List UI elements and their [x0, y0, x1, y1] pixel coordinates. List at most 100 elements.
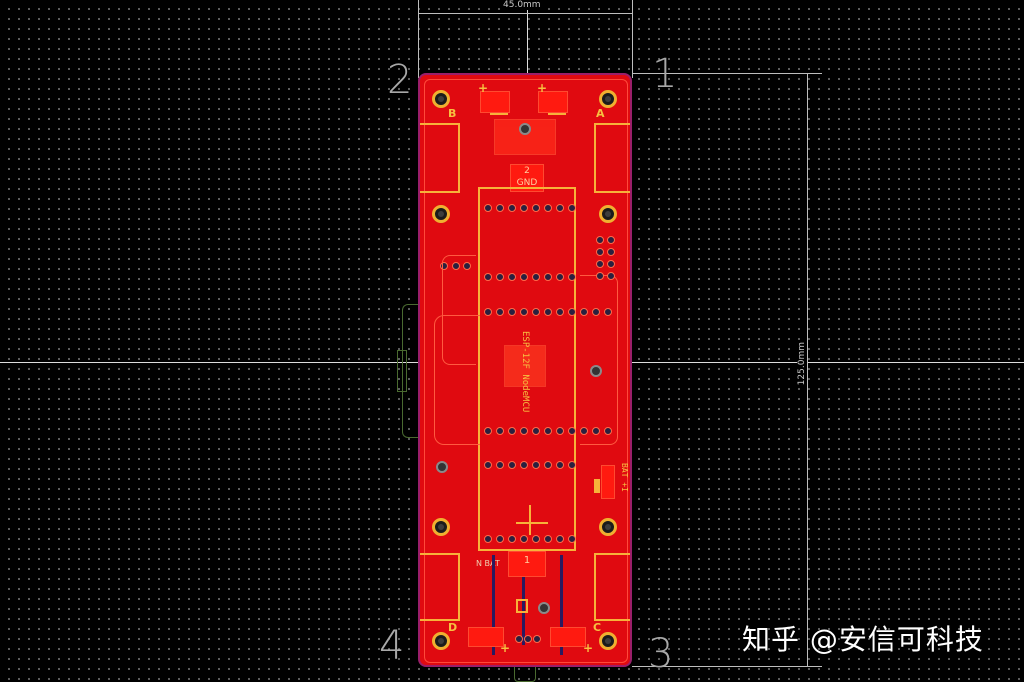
width-dimension-line[interactable] [418, 13, 632, 14]
module-pin[interactable] [496, 535, 504, 543]
motor-connector-d[interactable] [420, 553, 460, 621]
motor-connector-a[interactable] [594, 123, 630, 193]
mounting-hole-top-left[interactable] [432, 90, 450, 108]
module-pin[interactable] [532, 308, 540, 316]
cursor-crosshair-vertical [527, 0, 528, 78]
module-pin[interactable] [484, 461, 492, 469]
height-dimension-extension-top [632, 73, 822, 74]
module-pin[interactable] [496, 204, 504, 212]
mounting-hole-lower-left[interactable] [432, 518, 450, 536]
module-pin[interactable] [508, 427, 516, 435]
nodemcu-module-outline[interactable] [478, 187, 576, 551]
led-pad-bottom-left[interactable] [468, 627, 504, 647]
connector-pin-1[interactable] [515, 635, 523, 643]
module-pin[interactable] [544, 204, 552, 212]
header-pin[interactable] [596, 236, 604, 244]
copper-trace [442, 255, 476, 365]
connector-pin-3[interactable] [533, 635, 541, 643]
module-pin[interactable] [508, 535, 516, 543]
module-pin[interactable] [496, 273, 504, 281]
height-dimension-line[interactable] [807, 73, 808, 667]
motor-connector-c[interactable] [594, 553, 630, 621]
mounting-hole-upper-left[interactable] [432, 205, 450, 223]
module-pin[interactable] [520, 461, 528, 469]
module-pin[interactable] [484, 427, 492, 435]
module-pin[interactable] [568, 204, 576, 212]
module-pin[interactable] [604, 308, 612, 316]
sensor-pin-3[interactable] [463, 262, 471, 270]
module-pin[interactable] [484, 308, 492, 316]
pcb-board[interactable]: B A D C + + 2 GND ESP-12F NodeMCU BAT +I… [418, 73, 632, 667]
module-pin[interactable] [568, 427, 576, 435]
bat-pad[interactable]: 1 [508, 551, 546, 577]
led-pad-top-right[interactable] [538, 91, 568, 113]
module-pin[interactable] [544, 273, 552, 281]
module-pin[interactable] [484, 204, 492, 212]
copper-trace [580, 275, 618, 445]
module-pin[interactable] [592, 308, 600, 316]
header-pin[interactable] [607, 272, 615, 280]
module-pin[interactable] [520, 535, 528, 543]
switch-courtyard-outline [402, 304, 420, 438]
module-pin[interactable] [568, 535, 576, 543]
header-pin[interactable] [607, 248, 615, 256]
small-component[interactable] [516, 599, 528, 613]
motor-label-d: D [448, 621, 458, 634]
module-pin[interactable] [568, 273, 576, 281]
mounting-hole-bottom-left[interactable] [432, 632, 450, 650]
module-pin[interactable] [496, 427, 504, 435]
module-pin[interactable] [520, 273, 528, 281]
module-pin[interactable] [544, 535, 552, 543]
module-pin[interactable] [556, 308, 564, 316]
motor-connector-b[interactable] [420, 123, 460, 193]
module-pin[interactable] [556, 204, 564, 212]
module-pin[interactable] [580, 308, 588, 316]
module-pin[interactable] [556, 461, 564, 469]
mounting-hole-bottom-right[interactable] [599, 632, 617, 650]
module-pin[interactable] [520, 308, 528, 316]
connector-pin-2[interactable] [524, 635, 532, 643]
mounting-hole-upper-right[interactable] [599, 205, 617, 223]
module-pin[interactable] [592, 427, 600, 435]
module-pin[interactable] [484, 535, 492, 543]
module-pin[interactable] [532, 461, 540, 469]
module-pin[interactable] [556, 427, 564, 435]
header-pin[interactable] [607, 236, 615, 244]
header-pin[interactable] [596, 260, 604, 268]
module-pin[interactable] [496, 461, 504, 469]
switch-body-outline [397, 350, 407, 392]
module-pin[interactable] [532, 535, 540, 543]
module-pin[interactable] [580, 427, 588, 435]
mounting-hole-top-right[interactable] [599, 90, 617, 108]
header-pin[interactable] [596, 248, 604, 256]
module-pin[interactable] [568, 461, 576, 469]
module-pin[interactable] [604, 427, 612, 435]
mounting-hole-lower-right[interactable] [599, 518, 617, 536]
module-pin[interactable] [532, 273, 540, 281]
module-pin[interactable] [508, 308, 516, 316]
module-pin[interactable] [508, 461, 516, 469]
module-pin[interactable] [532, 204, 540, 212]
module-pin[interactable] [496, 308, 504, 316]
module-pin[interactable] [520, 427, 528, 435]
module-pin[interactable] [484, 273, 492, 281]
polarity-mark-top-left: + [478, 81, 489, 95]
width-dimension-extension-left [418, 0, 419, 78]
module-pin[interactable] [520, 204, 528, 212]
module-pin[interactable] [556, 273, 564, 281]
module-pin[interactable] [568, 308, 576, 316]
battery-indicator-pad[interactable] [601, 465, 615, 499]
module-pin[interactable] [544, 461, 552, 469]
module-pin[interactable] [556, 535, 564, 543]
bat-silk-label: N BAT [476, 559, 500, 568]
module-pin[interactable] [532, 427, 540, 435]
led-pad-top-left[interactable] [480, 91, 510, 113]
header-pin[interactable] [596, 272, 604, 280]
sensor-pin-2[interactable] [452, 262, 460, 270]
module-pin[interactable] [508, 204, 516, 212]
module-pin[interactable] [508, 273, 516, 281]
module-pin[interactable] [544, 427, 552, 435]
led-pad-bottom-right[interactable] [550, 627, 586, 647]
module-pin[interactable] [544, 308, 552, 316]
header-pin[interactable] [607, 260, 615, 268]
